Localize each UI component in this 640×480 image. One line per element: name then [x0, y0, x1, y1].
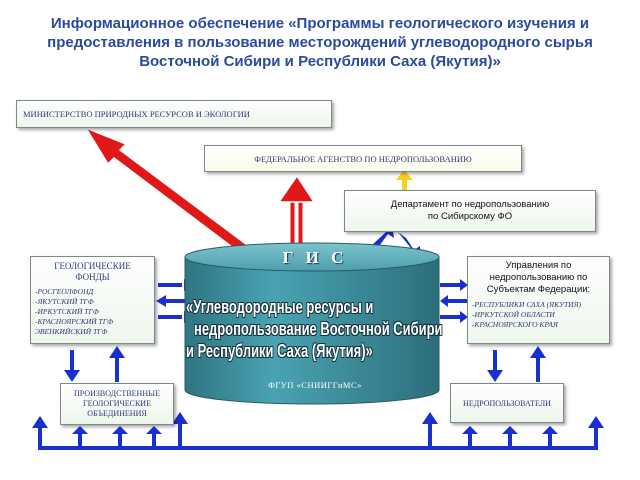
geofonds-title-line-1: ГЕОЛОГИЧЕСКИЕ: [54, 261, 131, 271]
producers-line-1: ПРОИЗВОДСТВЕННЫЕ: [74, 389, 160, 398]
regions-box: Управления по недропользованию по Субъек…: [467, 256, 610, 344]
gis-organization: ФГУП «СНИИГГиМС»: [268, 380, 362, 390]
arrows-regions-users: [487, 346, 546, 382]
list-item: ЭВЕНКИЙСКИЙ ТГФ: [35, 327, 108, 336]
page-title: Информационное обеспечение «Программы ге…: [20, 14, 620, 71]
arrows-geofonds-producers: [64, 346, 125, 382]
arrow-to-ministry: [85, 127, 263, 263]
arrows-gis-regions: [440, 279, 468, 323]
list-item: -ИРКУТСКИЙ ТГФ: [35, 307, 99, 316]
department-line-2: по Сибирскому ФО: [427, 211, 513, 222]
regions-title-line-2: недропользованию по: [489, 272, 588, 283]
gis-title: Г И С: [282, 248, 348, 267]
title-line-1: Информационное обеспечение «Программы ге…: [50, 15, 590, 32]
list-item: -РЕСПУБЛИКИ САХА (ЯКУТИЯ): [472, 300, 582, 309]
ministry-label: МИНИСТЕРСТВО ПРИРОДНЫХ РЕСУРСОВ И ЭКОЛОГ…: [23, 109, 250, 119]
regions-title-line-1: Управления по: [505, 260, 572, 271]
gis-line-2: недропользование Восточной Сибири: [194, 319, 443, 339]
regions-title: Управления по недропользованию по Субъек…: [472, 260, 605, 296]
department-box: Департамент по недропользованию по Сибир…: [344, 190, 596, 232]
list-item: -ЯКУТСКИЙ ТГФ: [35, 297, 94, 306]
gis-line-1: «Углеводородные ресурсы и: [186, 297, 374, 317]
users-label: НЕДРОПОЛЬЗОВАТЕЛИ: [463, 398, 551, 408]
producers-line-2: ГЕОЛОГИЧЕСКИЕ: [83, 399, 151, 408]
gis-cylinder: [184, 242, 440, 405]
title-line-2: предоставления в пользование месторожден…: [47, 34, 593, 51]
list-item: -КРАСНОЯРСКИЙ ТГФ: [35, 317, 114, 326]
list-item: -ИРКУТСКОЙ ОБЛАСТИ: [472, 310, 555, 319]
list-item: -КРАСНОЯРСКОГО КРАЯ: [472, 320, 558, 329]
regions-title-line-3: Субъектам Федерации:: [486, 284, 591, 295]
list-item: -РОСГЕОЛФОНД: [35, 287, 94, 296]
arrow-department-to-agency: [396, 170, 413, 190]
agency-label: ФЕДЕРАЛЬНОЕ АГЕНСТВО ПО НЕДРОПОЛЬЗОВАНИЮ: [254, 153, 472, 164]
title-line-3: Восточной Сибири и Республики Саха (Якут…: [139, 53, 501, 70]
ministry-box: МИНИСТЕРСТВО ПРИРОДНЫХ РЕСУРСОВ И ЭКОЛОГ…: [16, 100, 332, 128]
department-line-1: Департамент по недропользованию: [390, 199, 550, 210]
producers-box: ПРОИЗВОДСТВЕННЫЕ ГЕОЛОГИЧЕСКИЕ ОБЪЕДИНЕН…: [60, 383, 174, 425]
producers-line-3: ОБЪЕДИНЕНИЯ: [87, 409, 147, 418]
geofonds-title-line-2: ФОНДЫ: [75, 272, 110, 282]
users-box: НЕДРОПОЛЬЗОВАТЕЛИ: [450, 383, 564, 423]
geofonds-box: ГЕОЛОГИЧЕСКИЕ ФОНДЫ -РОСГЕОЛФОНД -ЯКУТСК…: [30, 256, 155, 344]
geofonds-title: ГЕОЛОГИЧЕСКИЕ ФОНДЫ: [35, 261, 150, 283]
gis-line-3: и Республики Саха (Якутия)»: [186, 341, 373, 361]
bottom-bus: [32, 412, 604, 450]
agency-box: ФЕДЕРАЛЬНОЕ АГЕНСТВО ПО НЕДРОПОЛЬЗОВАНИЮ: [204, 145, 522, 172]
